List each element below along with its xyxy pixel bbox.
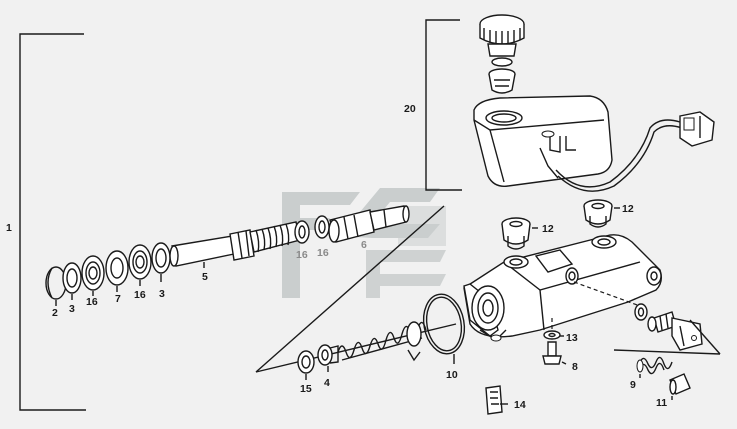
stop-bolt-8 (542, 341, 562, 365)
callout-16c: 16 (296, 249, 308, 261)
washer-3b (151, 242, 171, 274)
boot-14 (485, 385, 503, 415)
reservoir-cap (479, 14, 525, 94)
grommet-12a (501, 217, 531, 250)
callout-4: 4 (324, 377, 330, 389)
callout-8: 8 (572, 361, 578, 373)
callout-3b: 3 (159, 288, 165, 300)
callout-14: 14 (514, 399, 526, 411)
seal-16d (314, 215, 330, 239)
bracket-1 (19, 33, 86, 411)
plunger-11 (669, 373, 691, 395)
callout-10: 10 (446, 369, 458, 381)
washer-right (634, 303, 648, 321)
callout-20: 20 (404, 103, 416, 115)
callout-1: 1 (6, 222, 12, 234)
alignment-line-pressure-switch (573, 281, 641, 307)
callout-11: 11 (656, 397, 667, 409)
cup-4 (317, 344, 339, 366)
washer-3a (62, 262, 82, 294)
explode-guide-right-b (689, 319, 721, 355)
callout-12a: 12 (542, 223, 554, 235)
spring-9 (636, 356, 673, 375)
explode-guide-upper (255, 205, 445, 373)
callout-15: 15 (300, 383, 312, 395)
spring-seat-cup (406, 321, 422, 362)
bracket-20 (425, 19, 462, 191)
explode-guide-right-a (613, 349, 721, 355)
callout-13: 13 (566, 332, 578, 344)
secondary-piston-6 (328, 205, 410, 243)
callout-6: 6 (361, 239, 367, 251)
callout-2: 2 (52, 307, 58, 319)
level-sensor-wire (555, 111, 715, 192)
seal-7 (105, 250, 129, 286)
callout-3a: 3 (69, 303, 75, 315)
washer-15 (297, 350, 315, 374)
callout-7: 7 (115, 293, 121, 305)
callout-16d: 16 (317, 247, 329, 259)
callout-16a: 16 (86, 296, 98, 308)
o-ring-10 (422, 293, 466, 355)
master-cylinder-body (463, 234, 663, 342)
callout-12b: 12 (622, 203, 634, 215)
seal-16c (294, 220, 310, 244)
leader-8 (561, 361, 567, 365)
seal-16a (81, 255, 105, 291)
grommet-12b (583, 199, 613, 228)
leader-lines (55, 207, 673, 405)
callout-9: 9 (630, 379, 636, 391)
explode-guide-lower (255, 323, 457, 373)
fluid-reservoir (473, 95, 613, 187)
seal-16b (128, 244, 152, 280)
primary-piston-5 (169, 221, 301, 267)
callout-16b: 16 (134, 289, 146, 301)
callout-5: 5 (202, 271, 208, 283)
pressure-switch (647, 311, 703, 351)
washer-13 (543, 330, 561, 340)
